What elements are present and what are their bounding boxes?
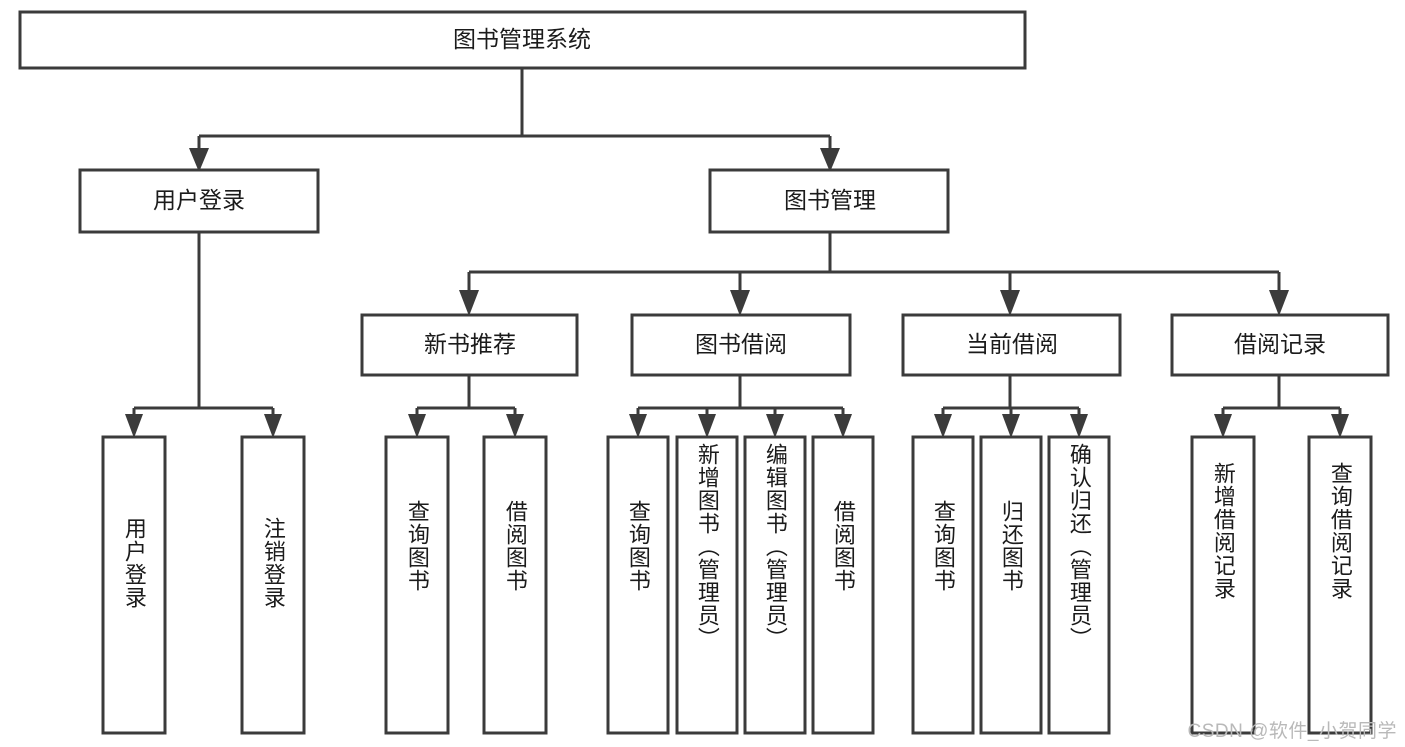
node-leaf-borrow-book-recommend-box[interactable] — [482, 435, 548, 735]
arrow-head-leaf-query-book-borrow — [629, 414, 647, 438]
node-leaf-query-book-current-box[interactable] — [911, 435, 975, 735]
arrow-head-leaf-query-book-current — [934, 414, 952, 438]
arrow-head-book-management — [820, 148, 840, 172]
edges-bookborrow-to-leaves — [629, 375, 852, 438]
node-root[interactable]: 图书管理系统 — [18, 10, 1027, 70]
edges-userlogin-to-leaves — [125, 232, 282, 438]
node-leaf-query-book-borrow-box[interactable] — [606, 435, 670, 735]
node-leaf-borrow-book-box[interactable] — [811, 435, 875, 735]
node-book-borrow[interactable]: 图书借阅 — [630, 313, 852, 377]
node-new-book-recommend-box[interactable] — [360, 313, 579, 377]
node-root-box[interactable] — [18, 10, 1027, 70]
node-leaf-user-login-box[interactable] — [101, 435, 167, 735]
node-leaf-add-borrow-record-box[interactable] — [1190, 435, 1256, 735]
arrow-head-user-login — [189, 148, 209, 172]
node-current-borrow-box[interactable] — [901, 313, 1122, 377]
arrow-head-leaf-borrow-book — [834, 414, 852, 438]
node-borrow-record-label: 借阅记录 — [1234, 331, 1326, 357]
edges-bookmgmt-to-level3 — [459, 232, 1289, 316]
arrow-head-leaf-query-borrow-record — [1331, 414, 1349, 438]
node-new-book-recommend[interactable]: 新书推荐 — [360, 313, 579, 377]
node-leaf-edit-book-admin-box[interactable] — [743, 435, 807, 735]
leaf-boxes — [101, 435, 1373, 735]
edges-borrowrecord-to-leaves — [1214, 375, 1349, 438]
arrow-head-leaf-add-book-admin — [698, 414, 716, 438]
arrow-head-leaf-user-login — [125, 414, 143, 438]
arrow-head-leaf-add-borrow-record — [1214, 414, 1232, 438]
arrow-head-new-book-recommend — [459, 290, 479, 316]
node-book-management-label: 图书管理 — [784, 187, 876, 213]
node-book-borrow-box[interactable] — [630, 313, 852, 377]
node-current-borrow[interactable]: 当前借阅 — [901, 313, 1122, 377]
arrow-head-borrow-record — [1269, 290, 1289, 316]
arrow-head-current-borrow — [1000, 290, 1020, 316]
node-root-label: 图书管理系统 — [453, 26, 591, 52]
node-leaf-logout-login-box[interactable] — [240, 435, 306, 735]
node-user-login-box[interactable] — [78, 168, 320, 234]
node-book-management-box[interactable] — [708, 168, 950, 234]
node-user-login-label: 用户登录 — [153, 187, 245, 213]
edges-currentborrow-to-leaves — [934, 375, 1088, 438]
node-leaf-return-book-box[interactable] — [979, 435, 1043, 735]
arrow-head-leaf-query-book-recommend — [408, 414, 426, 438]
edges-recommend-to-leaves — [408, 375, 524, 438]
node-borrow-record-box[interactable] — [1170, 313, 1390, 377]
node-new-book-recommend-label: 新书推荐 — [424, 331, 516, 357]
node-book-borrow-label: 图书借阅 — [695, 331, 787, 357]
arrow-head-leaf-edit-book-admin — [766, 414, 784, 438]
arrow-head-leaf-confirm-return-admin — [1070, 414, 1088, 438]
arrow-head-leaf-return-book — [1002, 414, 1020, 438]
node-book-management[interactable]: 图书管理 — [708, 168, 950, 234]
node-user-login[interactable]: 用户登录 — [78, 168, 320, 234]
node-borrow-record[interactable]: 借阅记录 — [1170, 313, 1390, 377]
node-leaf-confirm-return-admin-box[interactable] — [1047, 435, 1111, 735]
arrow-head-book-borrow — [730, 290, 750, 316]
node-leaf-query-borrow-record-box[interactable] — [1307, 435, 1373, 735]
arrow-head-leaf-borrow-book-recommend — [506, 414, 524, 438]
edges-root-to-level2 — [189, 68, 840, 172]
node-leaf-query-book-recommend-box[interactable] — [384, 435, 450, 735]
node-current-borrow-label: 当前借阅 — [966, 331, 1058, 357]
csdn-watermark: CSDN @软件_小贺同学 — [1187, 721, 1397, 742]
node-leaf-add-book-admin-box[interactable] — [675, 435, 739, 735]
arrow-head-leaf-logout-login — [264, 414, 282, 438]
